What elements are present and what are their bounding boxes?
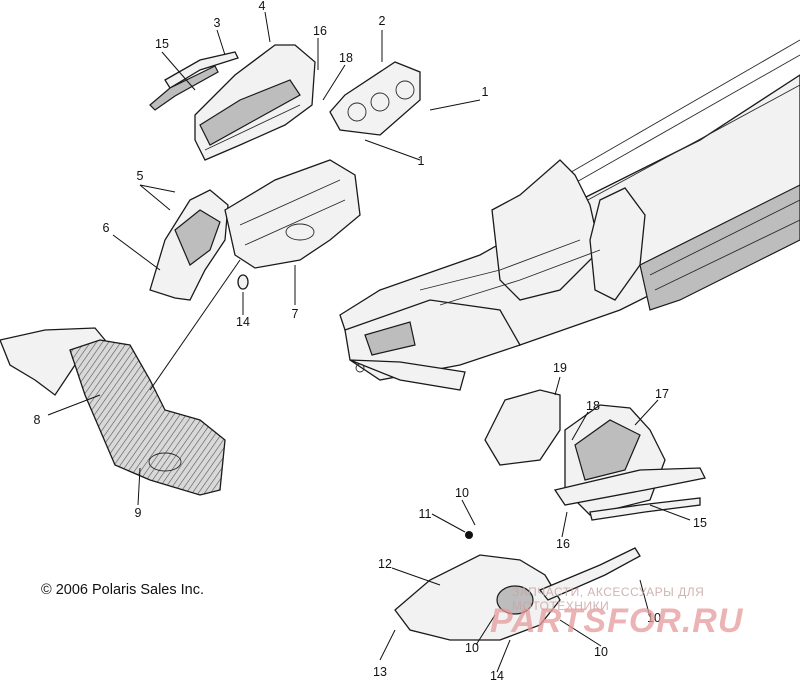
callout-11: 11 — [419, 507, 432, 521]
callout-18b: 18 — [586, 399, 600, 413]
callout-14a: 14 — [236, 315, 250, 329]
callout-15b: 15 — [693, 516, 707, 530]
callout-1a: 1 — [482, 85, 489, 99]
part-19-cover — [484, 389, 561, 466]
callout-13: 13 — [373, 665, 387, 679]
callout-6: 6 — [103, 221, 110, 235]
callout-18a: 18 — [339, 51, 353, 65]
callout-3: 3 — [214, 16, 221, 30]
watermark-logo: PARTSFOR.RU — [490, 602, 744, 640]
part-9-footwell-lower — [69, 339, 226, 496]
callout-labels: 15 3 4 16 18 2 1 1 5 6 14 7 8 9 19 18 17… — [34, 0, 707, 682]
part-11-fastener — [465, 531, 473, 539]
callout-4: 4 — [259, 0, 266, 13]
callout-15a: 15 — [155, 37, 169, 51]
part-2-gauge-panel — [329, 61, 421, 136]
callout-5: 5 — [137, 169, 144, 183]
callout-17: 17 — [655, 387, 669, 401]
callout-9: 9 — [135, 506, 142, 520]
callout-10c: 10 — [594, 645, 608, 659]
callout-10a: 10 — [455, 486, 469, 500]
part-6-side-panel — [149, 189, 229, 301]
callout-10d: 10 — [647, 611, 661, 625]
callout-10b: 10 — [465, 641, 479, 655]
callout-16a: 16 — [313, 24, 327, 38]
callout-1b: 1 — [418, 154, 425, 168]
callout-7: 7 — [292, 307, 299, 321]
callout-19: 19 — [553, 361, 567, 375]
part-15-trim-strip-lower — [553, 467, 706, 521]
part-12-lower-panel — [394, 554, 561, 641]
part-14-grommet — [237, 274, 249, 290]
callout-16b: 16 — [556, 537, 570, 551]
callout-2: 2 — [379, 14, 386, 28]
watermark-tagline: ЗАПЧАСТИ, АКСЕССУАРЫ ДЛЯ МОТОТЕХНИКИ — [512, 585, 705, 613]
callout-12: 12 — [378, 557, 392, 571]
callout-8: 8 — [34, 413, 41, 427]
copyright-notice: © 2006 Polaris Sales Inc. — [41, 582, 205, 598]
chassis-frame — [339, 39, 800, 391]
leader-lines — [47, 11, 691, 673]
part-13-trim-strip-bottom — [538, 547, 641, 601]
part-4-upper-console — [194, 44, 316, 161]
part-15-trim-strip-upper — [149, 65, 219, 111]
part-7-footwell-panel — [224, 159, 361, 269]
callout-14b: 14 — [490, 669, 504, 682]
